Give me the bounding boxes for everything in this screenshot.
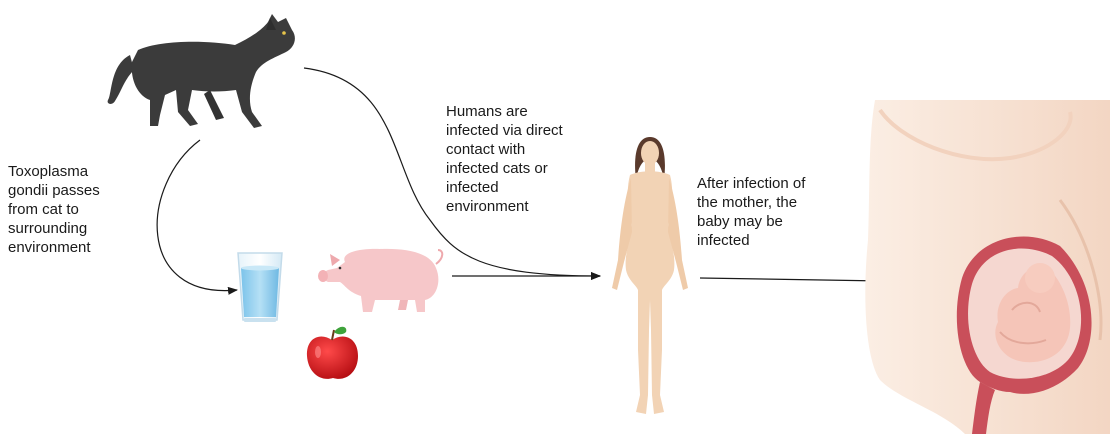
- label-mother-to-baby: After infection of the mother, the baby …: [697, 174, 857, 250]
- arrow-cat-to-environment: [157, 140, 237, 291]
- glass-of-water-icon: [238, 253, 282, 322]
- pregnant-womb-fetus-icon: [865, 100, 1110, 434]
- cat-icon: [108, 14, 295, 128]
- arrow-human-to-fetus: [700, 278, 883, 281]
- label-cat-to-environment: Toxoplasma gondii passes from cat to sur…: [8, 162, 148, 257]
- woman-figure-icon: [612, 137, 688, 414]
- pig-icon: [318, 249, 442, 312]
- red-apple-icon: [307, 327, 358, 379]
- label-human-infection: Humans are infected via direct contact w…: [446, 102, 616, 216]
